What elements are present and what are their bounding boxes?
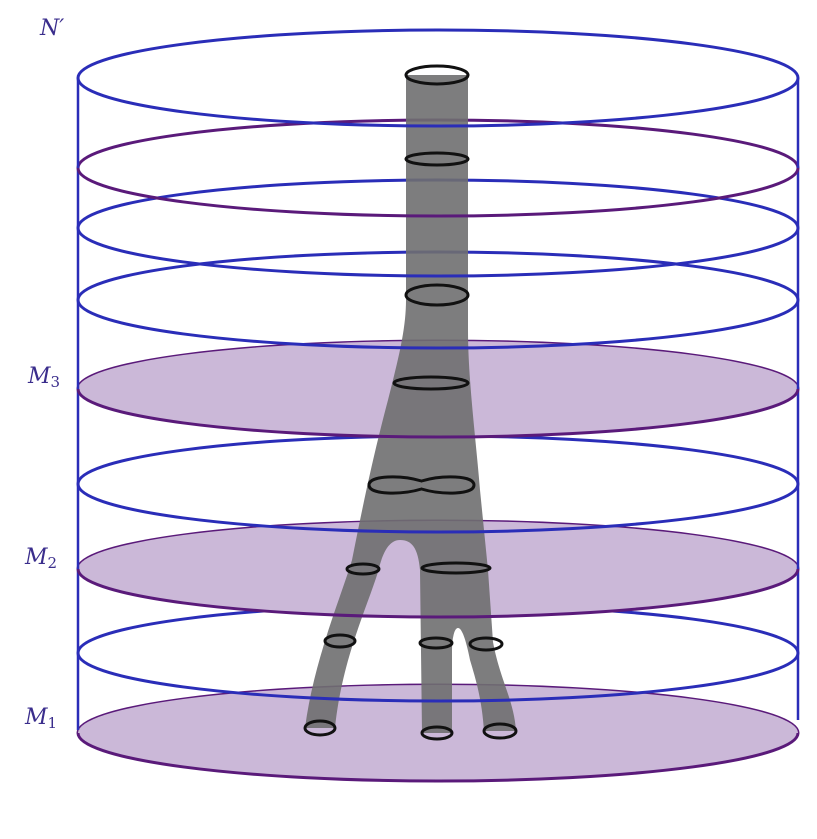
cross-section-5 <box>345 562 381 576</box>
label-m3-sub: 3 <box>50 373 61 391</box>
cross-section-4 <box>392 375 470 391</box>
label-n-prime: N′ <box>40 18 64 40</box>
ring-blue-3-front-arc <box>76 299 800 350</box>
label-m3: M3 <box>28 366 60 390</box>
ring-blue-7-front-arc <box>76 652 800 703</box>
level-M2-front-arc <box>76 568 800 619</box>
cross-section-2 <box>404 151 470 167</box>
ring-front-arcs <box>76 77 800 783</box>
label-m2-base: M <box>25 545 48 570</box>
label-m1: M1 <box>25 707 57 731</box>
top-ring-N-prime-front-arc <box>76 77 800 128</box>
label-m2-sub: 2 <box>47 554 58 572</box>
level-M1-front-arc <box>76 732 800 783</box>
top-ring-N-prime-back-arc <box>76 28 800 79</box>
cross-section-3 <box>404 283 470 307</box>
saddle-cross-section <box>367 475 476 495</box>
level-M3-front-arc <box>76 388 800 439</box>
cross-section-7 <box>323 633 357 649</box>
label-n-prime-prime: ′ <box>59 16 65 41</box>
label-m3-base: M <box>28 364 51 389</box>
ring-purple-upper-front-arc <box>76 167 800 218</box>
label-m1-sub: 1 <box>47 714 58 732</box>
cross-section-1 <box>404 64 470 86</box>
label-m2: M2 <box>25 547 57 571</box>
cross-section-12 <box>482 722 518 740</box>
cross-section-6 <box>420 561 492 575</box>
tube-body <box>305 75 516 733</box>
cross-section-11 <box>420 725 454 741</box>
ring-blue-2-front-arc <box>76 227 800 278</box>
tube-cross-sections <box>303 64 518 741</box>
label-n-prime-base: N <box>40 16 60 41</box>
label-m1-base: M <box>25 705 48 730</box>
cobordism-tube <box>305 75 516 733</box>
ring-blue-5-front-arc <box>76 483 800 534</box>
cross-section-10 <box>303 719 337 737</box>
cylinder-walls <box>76 78 800 730</box>
cross-section-9 <box>468 636 504 652</box>
cross-section-8 <box>418 636 454 650</box>
